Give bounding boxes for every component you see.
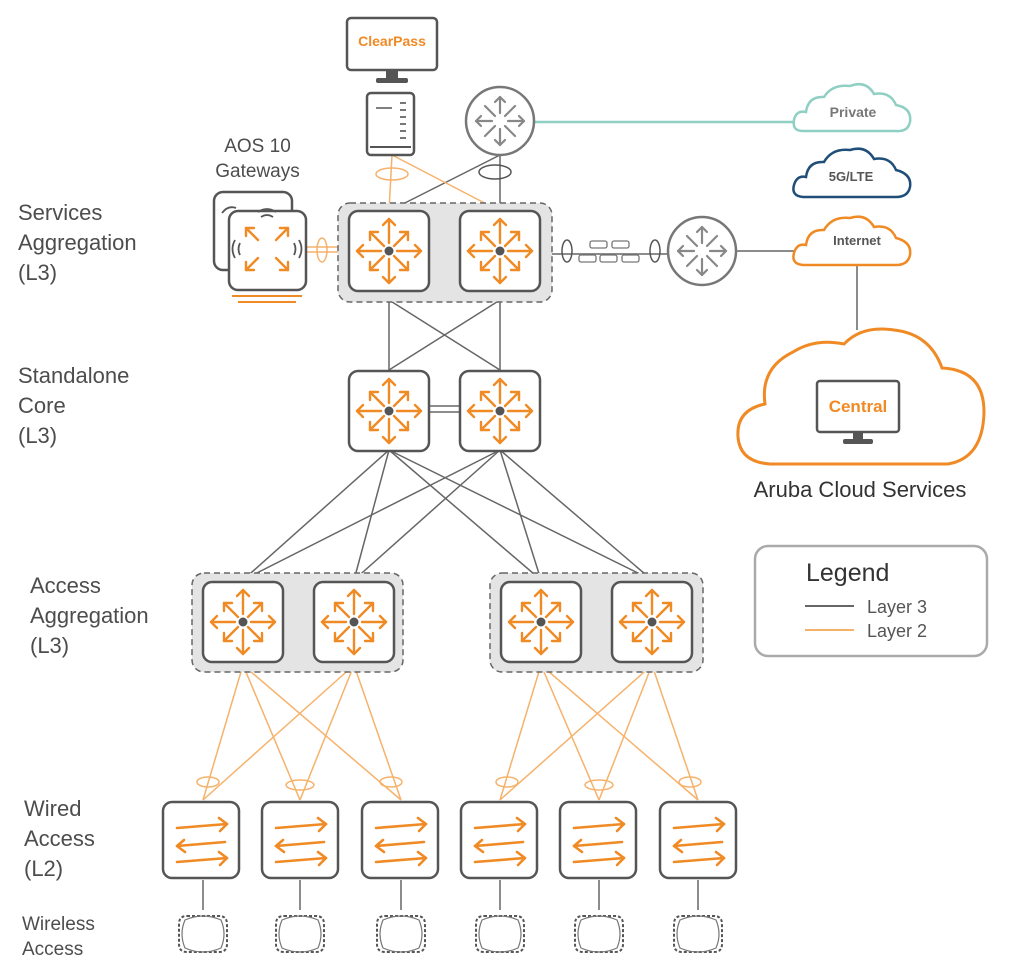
lte-cloud[interactable]: 5G/LTE xyxy=(792,147,912,199)
services-agg-switch-2[interactable] xyxy=(460,211,540,291)
access-point-4[interactable] xyxy=(475,915,525,953)
legend-title: Legend xyxy=(806,559,889,587)
wan-link-blocks xyxy=(578,240,640,263)
legend-layer2-label: Layer 2 xyxy=(867,621,927,641)
access-switch-6[interactable] xyxy=(658,800,738,880)
access-agg-switch-2[interactable] xyxy=(314,582,394,662)
wan-router-top[interactable] xyxy=(464,85,536,157)
access-switch-3[interactable] xyxy=(360,800,440,880)
access-switch-2[interactable] xyxy=(260,800,340,880)
access-point-3[interactable] xyxy=(376,915,426,953)
aruba-cloud-services-label: Aruba Cloud Services xyxy=(754,477,967,502)
legend-layer3-label: Layer 3 xyxy=(867,597,927,617)
layer3-links xyxy=(202,154,858,910)
private-cloud[interactable]: Private xyxy=(792,83,912,133)
gateway-icon[interactable] xyxy=(212,190,308,303)
access-agg-switch-1[interactable] xyxy=(203,582,283,662)
services-agg-switch-1[interactable] xyxy=(349,211,429,291)
clearpass-server-icon[interactable] xyxy=(365,91,416,157)
aruba-cloud[interactable]: Central xyxy=(736,327,986,466)
internet-cloud[interactable]: Internet xyxy=(792,215,912,267)
wan-router-internet[interactable] xyxy=(666,215,738,287)
access-point-1[interactable] xyxy=(178,915,228,953)
clearpass-monitor-icon[interactable]: ClearPass xyxy=(345,16,439,83)
lte-cloud-label: 5G/LTE xyxy=(829,169,874,184)
access-agg-switch-3[interactable] xyxy=(501,582,581,662)
access-point-6[interactable] xyxy=(673,915,723,953)
access-switch-4[interactable] xyxy=(459,800,539,880)
access-switch-1[interactable] xyxy=(161,800,241,880)
legend: Legend Layer 3 Layer 2 xyxy=(753,544,989,658)
core-switch-1[interactable] xyxy=(349,371,429,451)
internet-cloud-label: Internet xyxy=(833,233,881,248)
access-switch-5[interactable] xyxy=(558,800,638,880)
private-cloud-label: Private xyxy=(830,104,877,120)
access-agg-switch-4[interactable] xyxy=(612,582,692,662)
clearpass-label: ClearPass xyxy=(358,33,426,49)
access-point-5[interactable] xyxy=(574,915,624,953)
access-point-2[interactable] xyxy=(275,915,325,953)
core-switch-2[interactable] xyxy=(460,371,540,451)
central-label: Central xyxy=(829,397,888,416)
